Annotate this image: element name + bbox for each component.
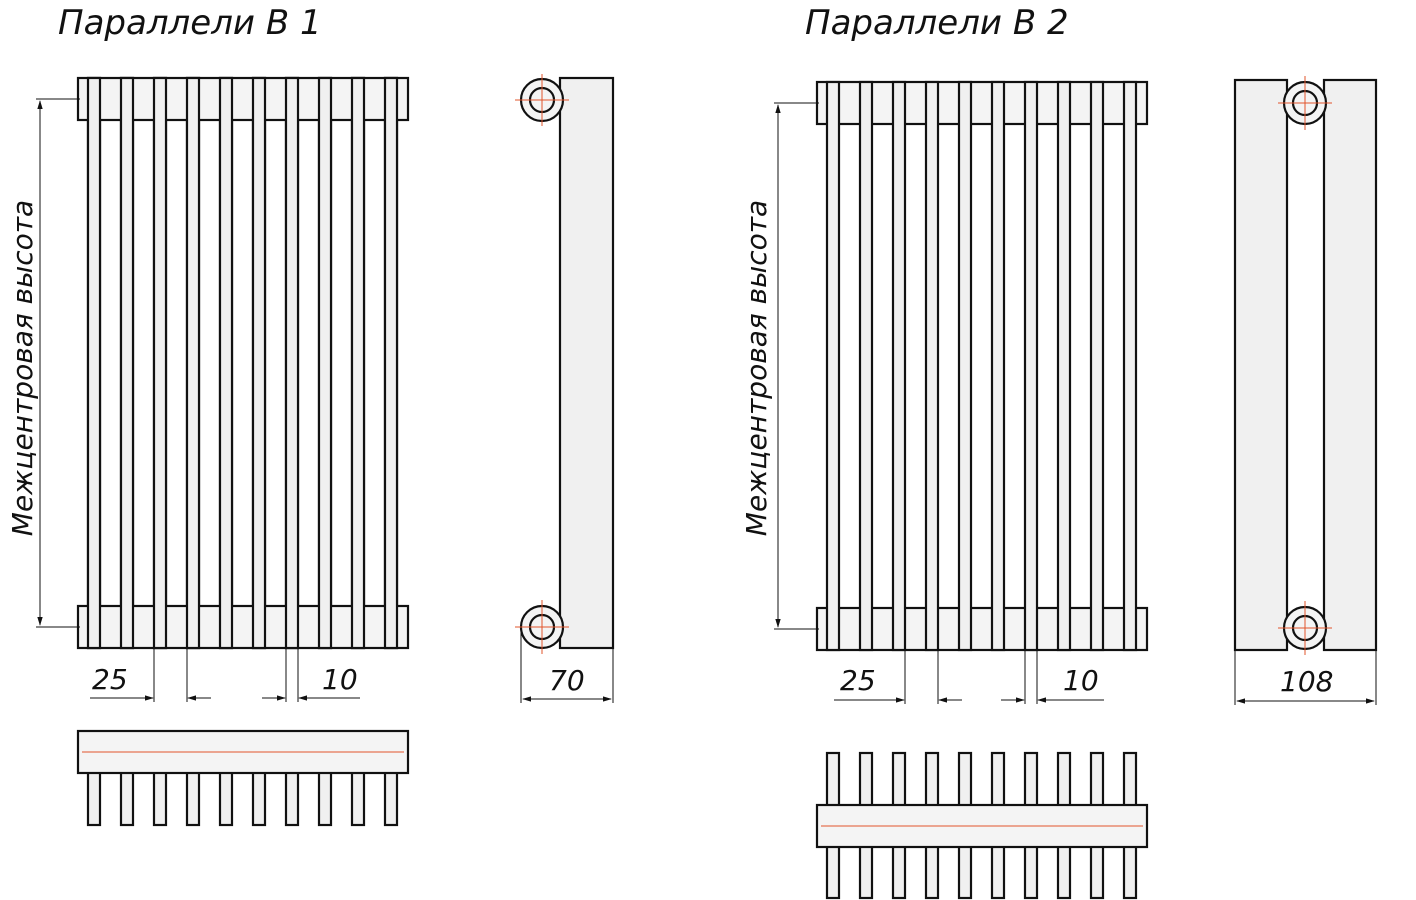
- b1-pitch-dimension: 25: [90, 648, 211, 702]
- b2-front-tubes: [825, 80, 1138, 652]
- b1-side-view: [515, 74, 615, 654]
- b2-bottom-connection: [1278, 601, 1332, 655]
- b2-side-view: [1233, 76, 1378, 655]
- b2-tube: [858, 80, 874, 652]
- b2-tube: [1023, 80, 1039, 652]
- b1-tube-end: [251, 770, 267, 827]
- b2-tube: [990, 80, 1006, 652]
- b1-side-body: [558, 76, 615, 650]
- b1-tube-end: [152, 770, 168, 827]
- b2-gap-label: 10: [1063, 664, 1099, 697]
- b1-tube-end: [86, 770, 102, 827]
- b2-side-body-rear: [1322, 78, 1378, 652]
- model-b1: Параллели В 1: [6, 3, 615, 827]
- b2-tube: [1056, 80, 1072, 652]
- b1-depth-label: 70: [549, 664, 585, 697]
- b2-pitch-label: 25: [840, 664, 876, 697]
- b1-pitch-label: 25: [92, 663, 128, 696]
- b2-gap-dimension: 10: [1001, 650, 1104, 704]
- b1-top-view: [76, 729, 410, 827]
- b2-side-body-front: [1233, 78, 1289, 652]
- b1-tube-end: [383, 770, 399, 827]
- b1-tube-end: [119, 770, 135, 827]
- b1-front-view: [76, 76, 410, 650]
- b2-height-label: Межцентровая высота: [740, 200, 773, 536]
- b2-depth-label: 108: [1280, 665, 1333, 698]
- b2-tube: [825, 80, 841, 652]
- b1-tube-end: [218, 770, 234, 827]
- b1-front-tubes: [86, 76, 399, 650]
- b1-height-label: Межцентровая высота: [6, 200, 39, 536]
- b2-tube: [924, 80, 940, 652]
- b1-depth-dimension: 70: [520, 630, 614, 703]
- b2-front-view: [815, 80, 1149, 652]
- b1-top-connection: [515, 74, 569, 126]
- model-b2-title: Параллели В 2: [805, 3, 1069, 43]
- b1-tube-end: [350, 770, 366, 827]
- b1-front-tubes-overlay: [86, 76, 399, 650]
- b2-tube: [891, 80, 907, 652]
- b2-pitch-dimension: 25: [834, 650, 962, 704]
- b1-tube-end: [284, 770, 300, 827]
- b2-tube: [957, 80, 973, 652]
- b1-height-dimension: Межцентровая высота: [6, 98, 80, 628]
- model-b2: Параллели В 2 Межцентровая в: [740, 3, 1378, 900]
- b1-gap-dimension: 10: [262, 648, 360, 702]
- b2-tube: [1089, 80, 1105, 652]
- b1-tube-end: [185, 770, 201, 827]
- b2-depth-dimension: 108: [1234, 650, 1377, 705]
- model-b1-title: Параллели В 1: [58, 3, 322, 43]
- b1-gap-label: 10: [322, 663, 358, 696]
- b2-tube: [1122, 80, 1138, 652]
- b1-tube-end: [317, 770, 333, 827]
- b2-top-connection: [1278, 76, 1332, 130]
- b1-bottom-connection: [515, 600, 569, 654]
- b2-top-view: [815, 751, 1149, 900]
- b2-height-dimension: Межцентровая высота: [740, 102, 819, 630]
